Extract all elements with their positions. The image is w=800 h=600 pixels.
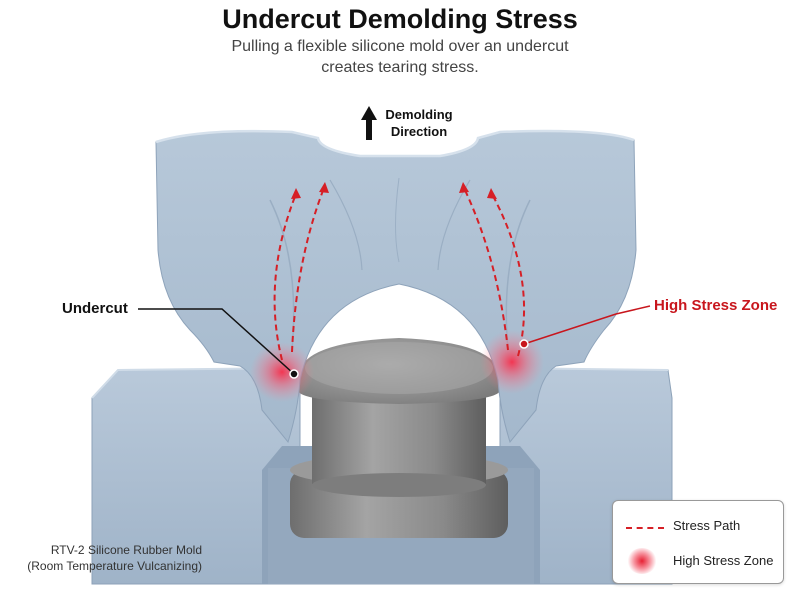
hsz-leader-line: [523, 305, 651, 345]
caption-line-2: (Room Temperature Vulcanizing): [27, 559, 202, 573]
metal-part: [290, 338, 508, 538]
stress-glow-left: [250, 342, 314, 402]
undercut-leader-line: [138, 308, 295, 375]
material-caption: RTV-2 Silicone Rubber Mold (Room Tempera…: [12, 542, 202, 574]
demolding-label-line-2: Direction: [390, 124, 448, 139]
stress-paths: [273, 187, 526, 361]
caption-line-1: RTV-2 Silicone Rubber Mold: [50, 543, 202, 557]
demolding-arrow-icon: [361, 106, 377, 140]
undercut-callout: Undercut: [62, 300, 128, 317]
demolding-label-line-1: Demolding: [385, 107, 453, 122]
high-stress-zone-callout: High Stress Zone: [654, 297, 778, 314]
subtitle-line-2: creates tearing stress.: [321, 59, 479, 76]
legend-high-stress-zone: High Stress Zone: [673, 553, 774, 568]
demolding-direction-label: Demolding Direction: [384, 106, 454, 140]
page-title: Undercut Demolding Stress: [222, 4, 578, 34]
legend-stress-path: Stress Path: [673, 518, 741, 533]
hsz-marker: [519, 339, 529, 349]
legend-box: Stress Path High Stress Zone: [612, 500, 784, 584]
stress-zone-swatch: [627, 548, 657, 574]
stress-path-swatch: [626, 527, 664, 529]
stress-glow-right: [480, 330, 544, 394]
stress-arrowheads: [291, 182, 497, 199]
subtitle-line-1: Pulling a flexible silicone mold over an…: [231, 38, 569, 55]
undercut-marker: [289, 369, 299, 379]
